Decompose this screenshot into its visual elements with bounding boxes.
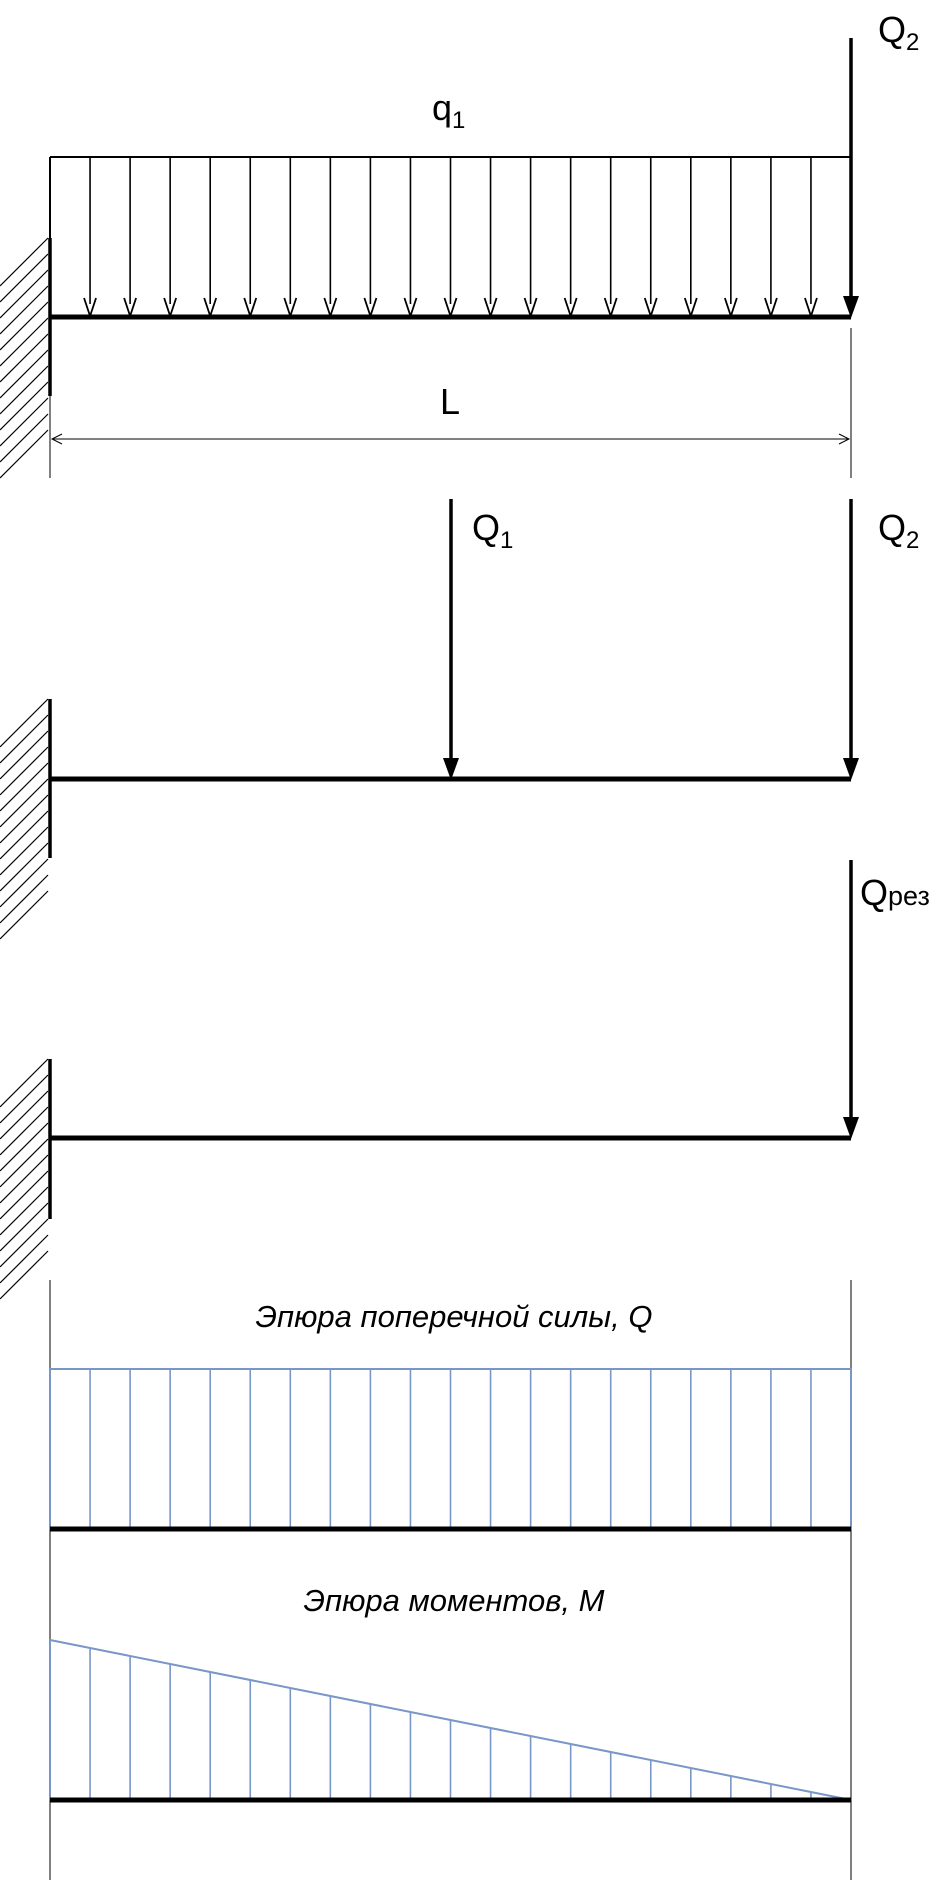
support-hatch-line bbox=[0, 826, 49, 876]
distributed-load-arrowhead bbox=[323, 297, 338, 319]
fixed-support-2 bbox=[0, 698, 52, 940]
support-hatch-line bbox=[0, 413, 49, 463]
support-hatch-line bbox=[0, 1090, 49, 1140]
support-hatch-line bbox=[0, 1074, 49, 1124]
support-hatch-line bbox=[0, 429, 49, 479]
distributed-load-arrowhead bbox=[283, 297, 298, 319]
support-hatch-line bbox=[0, 698, 49, 748]
support-hatch-line bbox=[0, 349, 49, 399]
point-load-q2-arrow-2 bbox=[843, 499, 859, 780]
support-hatch-line bbox=[0, 714, 49, 764]
support-hatch-line bbox=[0, 762, 49, 812]
support-hatch-line bbox=[0, 874, 49, 924]
distributed-load-arrowhead bbox=[203, 297, 218, 319]
resultant-load-arrow bbox=[843, 860, 859, 1139]
distributed-load-arrowhead bbox=[603, 297, 618, 319]
support-hatch-line bbox=[0, 1250, 49, 1300]
distributed-load-arrowhead bbox=[83, 297, 97, 319]
span-length-label: L bbox=[440, 381, 460, 422]
panel-internal-force-diagrams: Эпюра поперечной силы, Q Эпюра моментов,… bbox=[49, 1280, 852, 1880]
support-hatch-line bbox=[0, 746, 49, 796]
panel-resultant-beam: Qрез bbox=[0, 860, 930, 1300]
support-hatch-line bbox=[0, 1058, 49, 1108]
shear-diagram-title: Эпюра поперечной силы, Q bbox=[256, 1299, 653, 1334]
support-hatch-line bbox=[0, 1138, 49, 1188]
support-hatch-line bbox=[0, 333, 49, 383]
panel-equivalent-beam: Q1 Q2 bbox=[0, 499, 919, 940]
support-hatch-line bbox=[0, 1122, 49, 1172]
support-hatch-line bbox=[0, 397, 49, 447]
panel-loaded-beam: Q2 q1 L bbox=[0, 9, 919, 479]
support-hatch-line bbox=[0, 1202, 49, 1252]
support-hatch-line bbox=[0, 365, 49, 415]
distributed-load-arrowhead bbox=[723, 297, 738, 319]
support-hatch-line bbox=[0, 858, 49, 908]
support-hatch-line bbox=[0, 301, 49, 351]
support-hatch-line bbox=[0, 253, 49, 303]
point-load-q2-label: Q2 bbox=[878, 9, 919, 56]
support-hatch-line bbox=[0, 730, 49, 780]
support-hatch-line bbox=[0, 1170, 49, 1220]
support-hatch-line bbox=[0, 1218, 49, 1268]
support-hatch-line bbox=[0, 317, 49, 367]
support-hatch-line bbox=[0, 890, 49, 940]
support-hatch-line bbox=[0, 269, 49, 319]
support-hatch-line bbox=[0, 1234, 49, 1284]
distributed-load-arrowhead bbox=[523, 297, 538, 319]
support-hatch-line bbox=[0, 778, 49, 828]
fixed-support-3 bbox=[0, 1058, 52, 1300]
resultant-load-label: Qрез bbox=[860, 872, 930, 913]
distributed-load-arrowhead bbox=[163, 297, 178, 319]
moment-diagram-title: Эпюра моментов, M bbox=[304, 1583, 605, 1618]
shear-diagram bbox=[49, 1368, 852, 1532]
distributed-load-arrowhead bbox=[123, 297, 137, 319]
distributed-load-arrowhead bbox=[243, 297, 258, 319]
support-hatch-line bbox=[0, 794, 49, 844]
moment-diagram bbox=[49, 1638, 852, 1803]
support-hatch-line bbox=[0, 842, 49, 892]
fixed-support-1 bbox=[0, 237, 52, 479]
distributed-load-arrowhead bbox=[563, 297, 578, 319]
distributed-load-arrowhead bbox=[403, 297, 418, 319]
support-hatch-line bbox=[0, 810, 49, 860]
point-load-q1-label: Q1 bbox=[472, 507, 513, 554]
distributed-load-arrowhead bbox=[764, 297, 778, 319]
support-hatch-line bbox=[0, 285, 49, 335]
support-hatch-line bbox=[0, 1106, 49, 1156]
distributed-load-arrowhead bbox=[643, 297, 658, 319]
point-load-q2-label-2: Q2 bbox=[878, 507, 919, 554]
support-hatch-line bbox=[0, 1186, 49, 1236]
support-hatch-line bbox=[0, 1154, 49, 1204]
distributed-load-arrows bbox=[83, 157, 818, 319]
distributed-load-arrowhead bbox=[804, 297, 818, 319]
distributed-load-q1-label: q1 bbox=[432, 87, 465, 134]
support-hatch-line bbox=[0, 381, 49, 431]
distributed-load-arrowhead bbox=[363, 297, 378, 319]
distributed-load-arrowhead bbox=[683, 297, 698, 319]
distributed-load-arrowhead bbox=[483, 297, 498, 319]
span-dimension bbox=[49, 328, 852, 478]
point-load-q2-arrow bbox=[843, 38, 859, 318]
point-load-q1-arrow bbox=[443, 499, 459, 780]
support-hatch-line bbox=[0, 237, 49, 287]
distributed-load-arrowhead bbox=[443, 297, 458, 319]
